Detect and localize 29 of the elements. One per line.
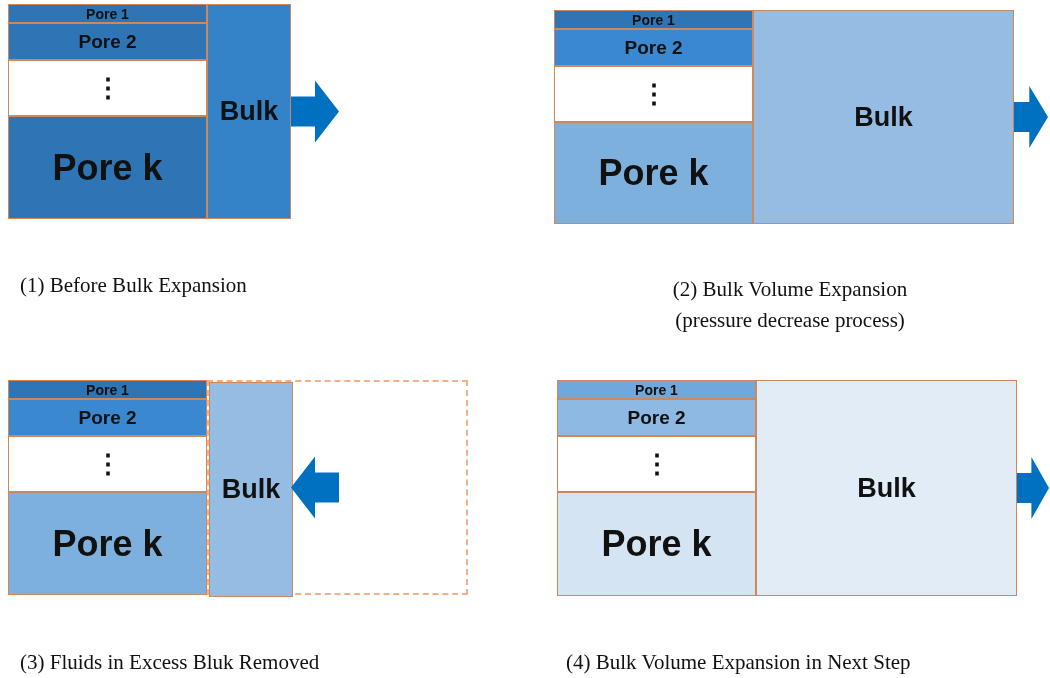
pore-layer: Pore k xyxy=(8,116,207,219)
ellipsis-layer: ⋮ xyxy=(557,436,756,492)
pore-layer: Pore 2 xyxy=(557,399,756,436)
pore-layer: Pore 2 xyxy=(8,23,207,60)
panel-caption: (1) Before Bulk Expansion xyxy=(20,272,248,299)
ellipsis-layer: ⋮ xyxy=(554,66,753,122)
pore-layer: Pore 1 xyxy=(8,4,207,23)
block-arrow xyxy=(1014,86,1048,148)
block-arrow xyxy=(1017,457,1049,519)
pore-layer: Pore k xyxy=(554,122,753,224)
block-arrow xyxy=(291,456,339,519)
ellipsis-layer: ⋮ xyxy=(8,436,207,492)
pore-layer: Pore 2 xyxy=(8,399,207,436)
pore-layer: Pore 1 xyxy=(8,380,207,399)
pore-layer: Pore k xyxy=(8,492,207,595)
pore-layer: Pore 1 xyxy=(554,10,753,29)
dashed-outline xyxy=(207,380,468,595)
ellipsis-layer: ⋮ xyxy=(8,60,207,116)
block-arrow xyxy=(291,80,339,143)
bulk-volume: Bulk xyxy=(209,382,293,597)
panel-caption: (4) Bulk Volume Expansion in Next Step xyxy=(566,649,912,676)
pore-layer: Pore k xyxy=(557,492,756,596)
pore-layer: Pore 1 xyxy=(557,380,756,399)
pore-layer: Pore 2 xyxy=(554,29,753,66)
panel-caption: (2) Bulk Volume Expansion (pressure decrease process) xyxy=(671,276,909,334)
bulk-volume: Bulk xyxy=(756,380,1017,596)
bulk-volume: Bulk xyxy=(753,10,1014,224)
panel-caption: (3) Fluids in Excess Bluk Removed xyxy=(20,649,321,676)
bulk-volume: Bulk xyxy=(207,4,291,219)
